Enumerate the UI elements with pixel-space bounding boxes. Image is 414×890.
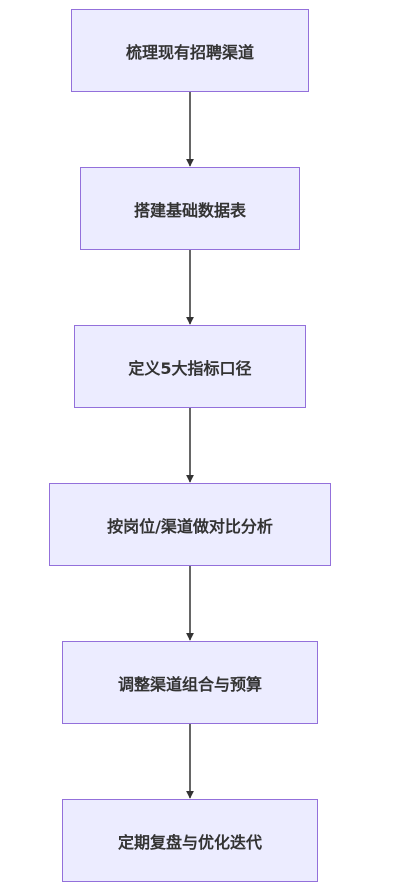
flow-node-define-metrics: 定义5大指标口径 bbox=[74, 325, 306, 408]
flow-node-review-channels: 梳理现有招聘渠道 bbox=[71, 9, 309, 92]
node-label: 调整渠道组合与预算 bbox=[117, 674, 262, 694]
node-label: 定期复盘与优化迭代 bbox=[117, 832, 262, 852]
node-label: 梳理现有招聘渠道 bbox=[125, 42, 254, 62]
flow-node-compare-analysis: 按岗位/渠道做对比分析 bbox=[49, 483, 331, 566]
node-label: 定义5大指标口径 bbox=[128, 358, 252, 378]
node-label: 按岗位/渠道做对比分析 bbox=[107, 516, 273, 536]
flow-node-review-iterate: 定期复盘与优化迭代 bbox=[62, 799, 318, 882]
flow-node-adjust-budget: 调整渠道组合与预算 bbox=[62, 641, 318, 724]
node-label: 搭建基础数据表 bbox=[133, 200, 246, 220]
flow-node-build-data-table: 搭建基础数据表 bbox=[80, 167, 300, 250]
